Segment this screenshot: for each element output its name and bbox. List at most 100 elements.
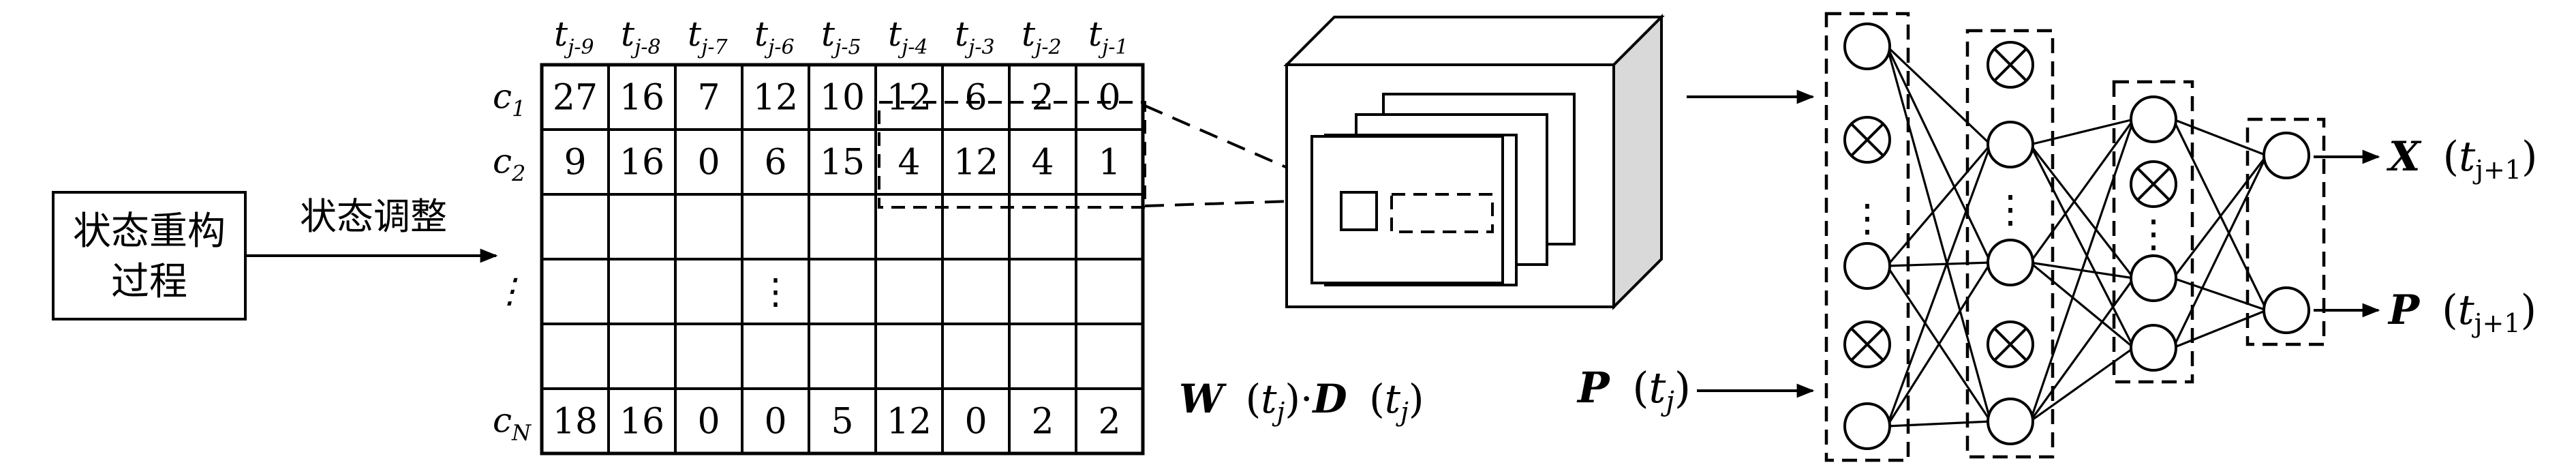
network-edge [1886,46,1992,422]
matrix-col-header: tj-6 [754,14,795,59]
state-adjust-arrow: 状态调整 [245,195,498,263]
matrix-cell: 1 [1098,143,1120,183]
layer-3-box [2112,80,2194,384]
matrix-cell: 4 [898,143,920,183]
input-p-label: P (tj) [1576,363,1691,417]
output-p-label: P (tj+1) [2387,286,2536,338]
matrix-col-header: tj-5 [821,14,861,59]
state-adjust-label: 状态调整 [300,195,447,238]
neuron [1843,23,1891,70]
neuron [1843,402,1891,450]
state-matrix: tj-9 tj-8 tj-7 tj-6 tj-5 tj-4 tj-3 tj-2 tj-1 c1 c2… [493,14,1145,455]
network-edge [2172,155,2268,348]
network-edge [1886,261,1991,267]
matrix-col-header: tj-3 [955,14,995,59]
matrix-cell: 12 [953,143,998,183]
matrix-cell: 6 [764,143,786,183]
matrix-cell: 16 [619,78,664,119]
matrix-cell: 10 [820,78,865,119]
network-edge [2172,155,2268,279]
matrix-cell: 0 [764,402,786,443]
network-edge [2029,346,2134,423]
layer-4-box [2245,117,2326,346]
network-edge [2029,118,2134,146]
neuron [2130,254,2177,302]
matrix-cell: 4 [1031,143,1054,183]
neuron [2130,95,2177,143]
matrix-cell: ⋮ [758,272,793,313]
matrix-row-header: c1 [493,77,525,122]
network-edge [2029,278,2135,422]
network-edge [2029,144,2135,279]
matrix-cell: 0 [1098,78,1120,119]
layer-ellipsis: ⋮ [1848,196,1886,241]
matrix-cell: 0 [964,402,987,443]
matrix-cell: 0 [697,402,720,443]
matrix-cell: 27 [553,78,598,119]
neuron [1843,242,1891,290]
matrix-cell: 16 [619,143,664,183]
kernel-square [1340,191,1378,231]
matrix-row-header: cN [493,401,532,446]
matrix-cell: 5 [831,402,853,443]
matrix-cell: 2 [1098,402,1120,443]
kernel-dashed [1390,193,1494,233]
layer-1-box [1824,12,1910,462]
zoom-line-bottom [1144,198,1357,207]
network-edge [2029,119,2135,422]
matrix-cell: 2 [1031,78,1054,119]
matrix-cell: 2 [1031,402,1054,443]
process-box-line1: 状态重构 [73,209,226,254]
matrix-cell: 0 [697,143,720,183]
layer-ellipsis: ⋮ [1991,188,2029,232]
layer-ellipsis: ⋮ [2134,212,2173,256]
matrix-cell: 7 [697,78,720,119]
conv-block [1283,14,1665,310]
network-edge [2029,144,2135,348]
matrix-cell: 12 [887,402,932,443]
matrix-col-header: tj-4 [888,14,928,59]
neural-network: ⋮ ⋮ ⋮ [1824,12,2326,462]
network-edge [2173,277,2267,312]
neuron [2130,324,2177,372]
matrix-col-header: tj-7 [688,14,729,59]
matrix-cell: 16 [619,402,664,443]
matrix-formula: W (tj)·D (tj) [1179,376,1424,427]
matrix-cell: 12 [887,78,932,119]
matrix-col-header: tj-1 [1088,14,1129,59]
matrix-cell: 9 [564,143,586,183]
network-connections [1886,45,2268,428]
matrix-cell: 6 [964,78,987,119]
output-x-label: X (tj+1) [2386,133,2537,185]
neuron [2263,132,2310,179]
state-reconstruction-box: 状态重构 过程 [52,191,247,320]
neuron [2263,286,2310,334]
selection-window [878,101,1146,209]
network-edge [1886,420,1991,428]
network-edge [2173,309,2267,349]
matrix-col-header: tj-8 [621,14,661,59]
network-edge [1886,143,1992,267]
dropout-x-icon [1993,327,2027,361]
matrix-col-header: tj-2 [1022,14,1062,59]
dropout-x-icon [1850,327,1884,361]
process-box-line2: 过程 [111,260,187,304]
network-edge [1886,262,1992,427]
matrix-cell: 15 [820,143,865,183]
neuron [1987,239,2034,286]
matrix-row-header: ⋮ [493,271,527,311]
network-edge [1886,46,1992,263]
network-edge [2029,261,2135,349]
network-edge [1886,144,1992,427]
network-edge [1886,45,1992,146]
dropout-x-icon [1993,48,2027,82]
matrix-col-header: tj-9 [554,14,594,59]
matrix-cell: 12 [753,78,798,119]
dropout-x-icon [1850,123,1884,157]
network-edge [2172,119,2268,311]
neuron [1987,121,2034,168]
dropout-x-icon [2136,167,2171,201]
matrix-row-header: c2 [493,142,525,187]
network-edge [2029,119,2135,263]
